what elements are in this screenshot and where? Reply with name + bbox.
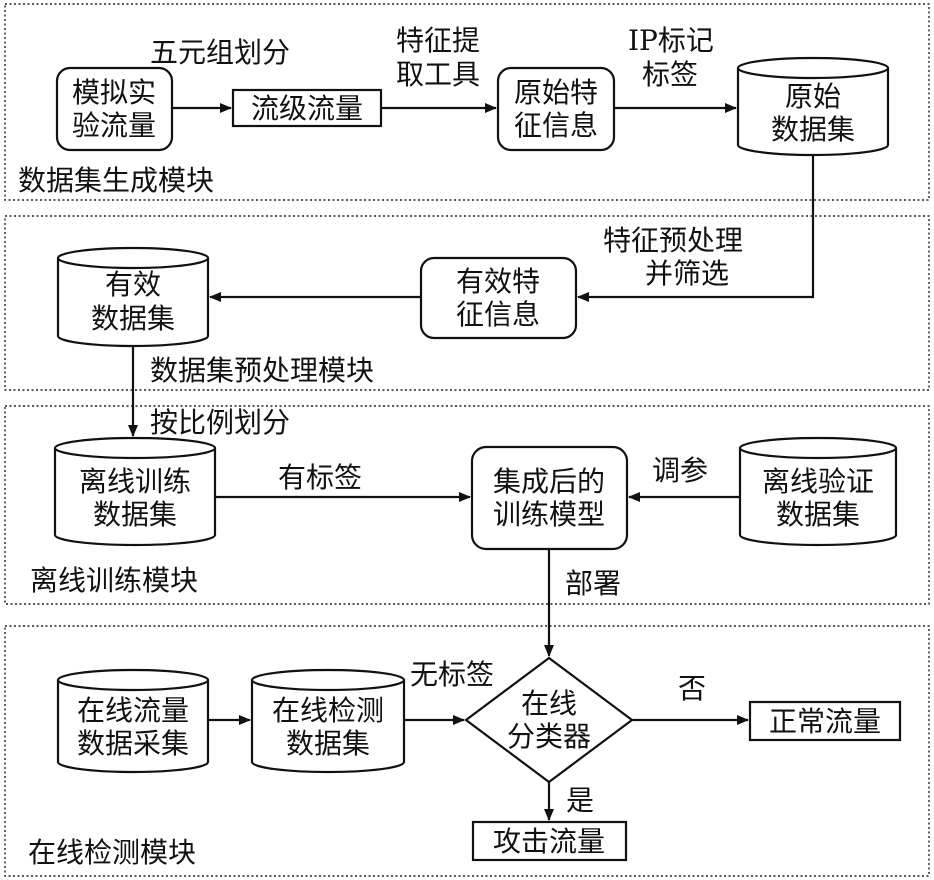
edge-feature-preprocess-2: 并筛选 <box>645 257 729 290</box>
offline-val-set-label-2: 数据集 <box>776 498 860 531</box>
edge-deploy: 部署 <box>565 567 621 600</box>
node-flow-traffic: 流级流量 <box>231 88 383 128</box>
node-normal-traffic: 正常流量 <box>748 700 902 742</box>
node-raw-features: 原始特 征信息 <box>496 66 616 152</box>
edge-ip-label-1: IP标记 <box>628 24 714 57</box>
node-valid-features: 有效特 征信息 <box>419 256 578 340</box>
offline-module-frame <box>4 405 930 605</box>
online-detect-set-label-2: 数据集 <box>286 727 370 760</box>
online-module-frame <box>4 625 930 877</box>
valid-dataset-label-2: 数据集 <box>91 302 175 335</box>
valid-features-label-1: 有效特 <box>456 265 540 298</box>
classifier-label-2: 分类器 <box>507 720 591 753</box>
ensemble-model-label-2: 训练模型 <box>493 498 605 531</box>
generation-module-frame <box>4 3 930 201</box>
edge-feature-extract-2: 取工具 <box>396 58 480 91</box>
raw-features-label-2: 征信息 <box>514 109 598 142</box>
online-collect-label-2: 数据采集 <box>77 727 189 760</box>
ensemble-model-label-1: 集成后的 <box>493 465 605 498</box>
edge-yes: 是 <box>566 784 594 817</box>
node-sim-traffic: 模拟实 验流量 <box>55 66 174 152</box>
edge-feature-preprocess-1: 特征预处理 <box>603 224 743 257</box>
attack-traffic-label: 攻击流量 <box>493 825 605 858</box>
arrow-raw-dataset-to-valid-features <box>577 155 815 302</box>
edge-feature-extract-1: 特征提 <box>396 24 480 57</box>
node-raw-dataset: 原始 数据集 <box>736 56 890 157</box>
node-valid-dataset: 有效 数据集 <box>56 246 210 348</box>
online-collect-label-1: 在线流量 <box>77 694 189 727</box>
offline-train-set-label-2: 数据集 <box>93 498 177 531</box>
node-offline-train-set: 离线训练 数据集 <box>53 436 217 547</box>
raw-dataset-label-1: 原始 <box>785 80 841 113</box>
node-online-collect: 在线流量 数据采集 <box>56 668 210 774</box>
valid-dataset-label-1: 有效 <box>105 268 161 301</box>
edge-split-ratio: 按比例划分 <box>150 406 290 439</box>
sim-traffic-label-1: 模拟实 <box>72 76 156 109</box>
normal-traffic-label: 正常流量 <box>769 705 881 738</box>
edge-five-tuple: 五元组划分 <box>150 36 290 69</box>
valid-features-label-2: 征信息 <box>456 298 540 331</box>
flow-traffic-label: 流级流量 <box>251 92 363 125</box>
online-detect-set-label-1: 在线检测 <box>272 694 384 727</box>
node-offline-val-set: 离线验证 数据集 <box>738 436 898 547</box>
edge-tune: 调参 <box>652 454 708 487</box>
node-attack-traffic: 攻击流量 <box>471 820 628 862</box>
raw-dataset-label-2: 数据集 <box>771 113 855 146</box>
edge-no: 否 <box>678 672 706 705</box>
offline-module-title: 离线训练模块 <box>30 564 198 597</box>
generation-module-title: 数据集生成模块 <box>18 164 214 197</box>
online-module-title: 在线检测模块 <box>28 836 196 869</box>
offline-val-set-label-1: 离线验证 <box>762 465 874 498</box>
node-online-detect-set: 在线检测 数据集 <box>250 668 406 774</box>
node-ensemble-model: 集成后的 训练模型 <box>470 445 629 551</box>
offline-train-set-label-1: 离线训练 <box>79 465 191 498</box>
edge-labeled: 有标签 <box>278 461 362 494</box>
edge-unlabeled: 无标签 <box>410 658 494 691</box>
edge-ip-label-2: 标签 <box>642 58 698 91</box>
classifier-label-1: 在线 <box>521 687 577 720</box>
preprocess-module-title: 数据集预处理模块 <box>150 354 374 387</box>
sim-traffic-label-2: 验流量 <box>72 109 156 142</box>
raw-features-label-1: 原始特 <box>514 76 598 109</box>
